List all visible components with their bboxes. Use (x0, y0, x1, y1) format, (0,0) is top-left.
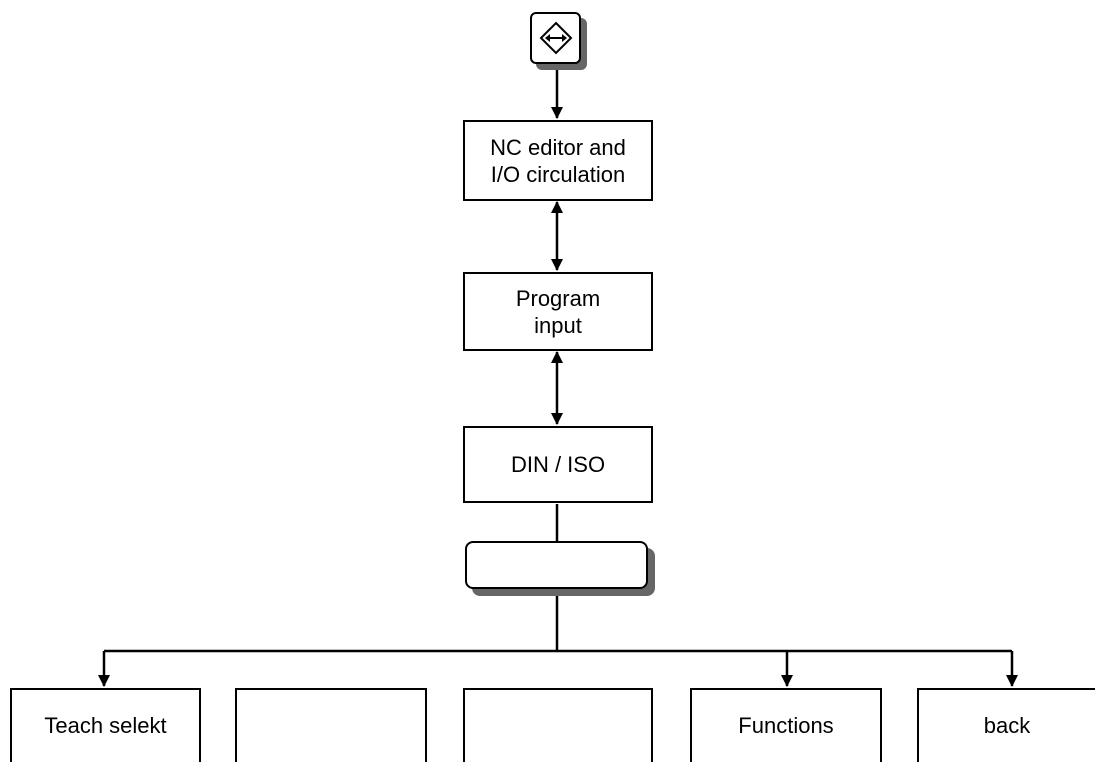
softkey-empty-3[interactable] (463, 688, 653, 762)
area-switch-arrows-icon (539, 21, 572, 55)
softkey-teach-selekt[interactable]: Teach selekt (10, 688, 201, 762)
nc-editor-node: NC editor and I/O circulation (463, 120, 653, 201)
area-switch-key[interactable] (530, 12, 581, 64)
softkey-functions[interactable]: Functions (690, 688, 882, 762)
softkey-empty-2[interactable] (235, 688, 427, 762)
blank-menu-key[interactable] (465, 541, 648, 589)
softkey-back[interactable]: back (917, 688, 1095, 762)
program-input-node: Program input (463, 272, 653, 351)
din-iso-node: DIN / ISO (463, 426, 653, 503)
